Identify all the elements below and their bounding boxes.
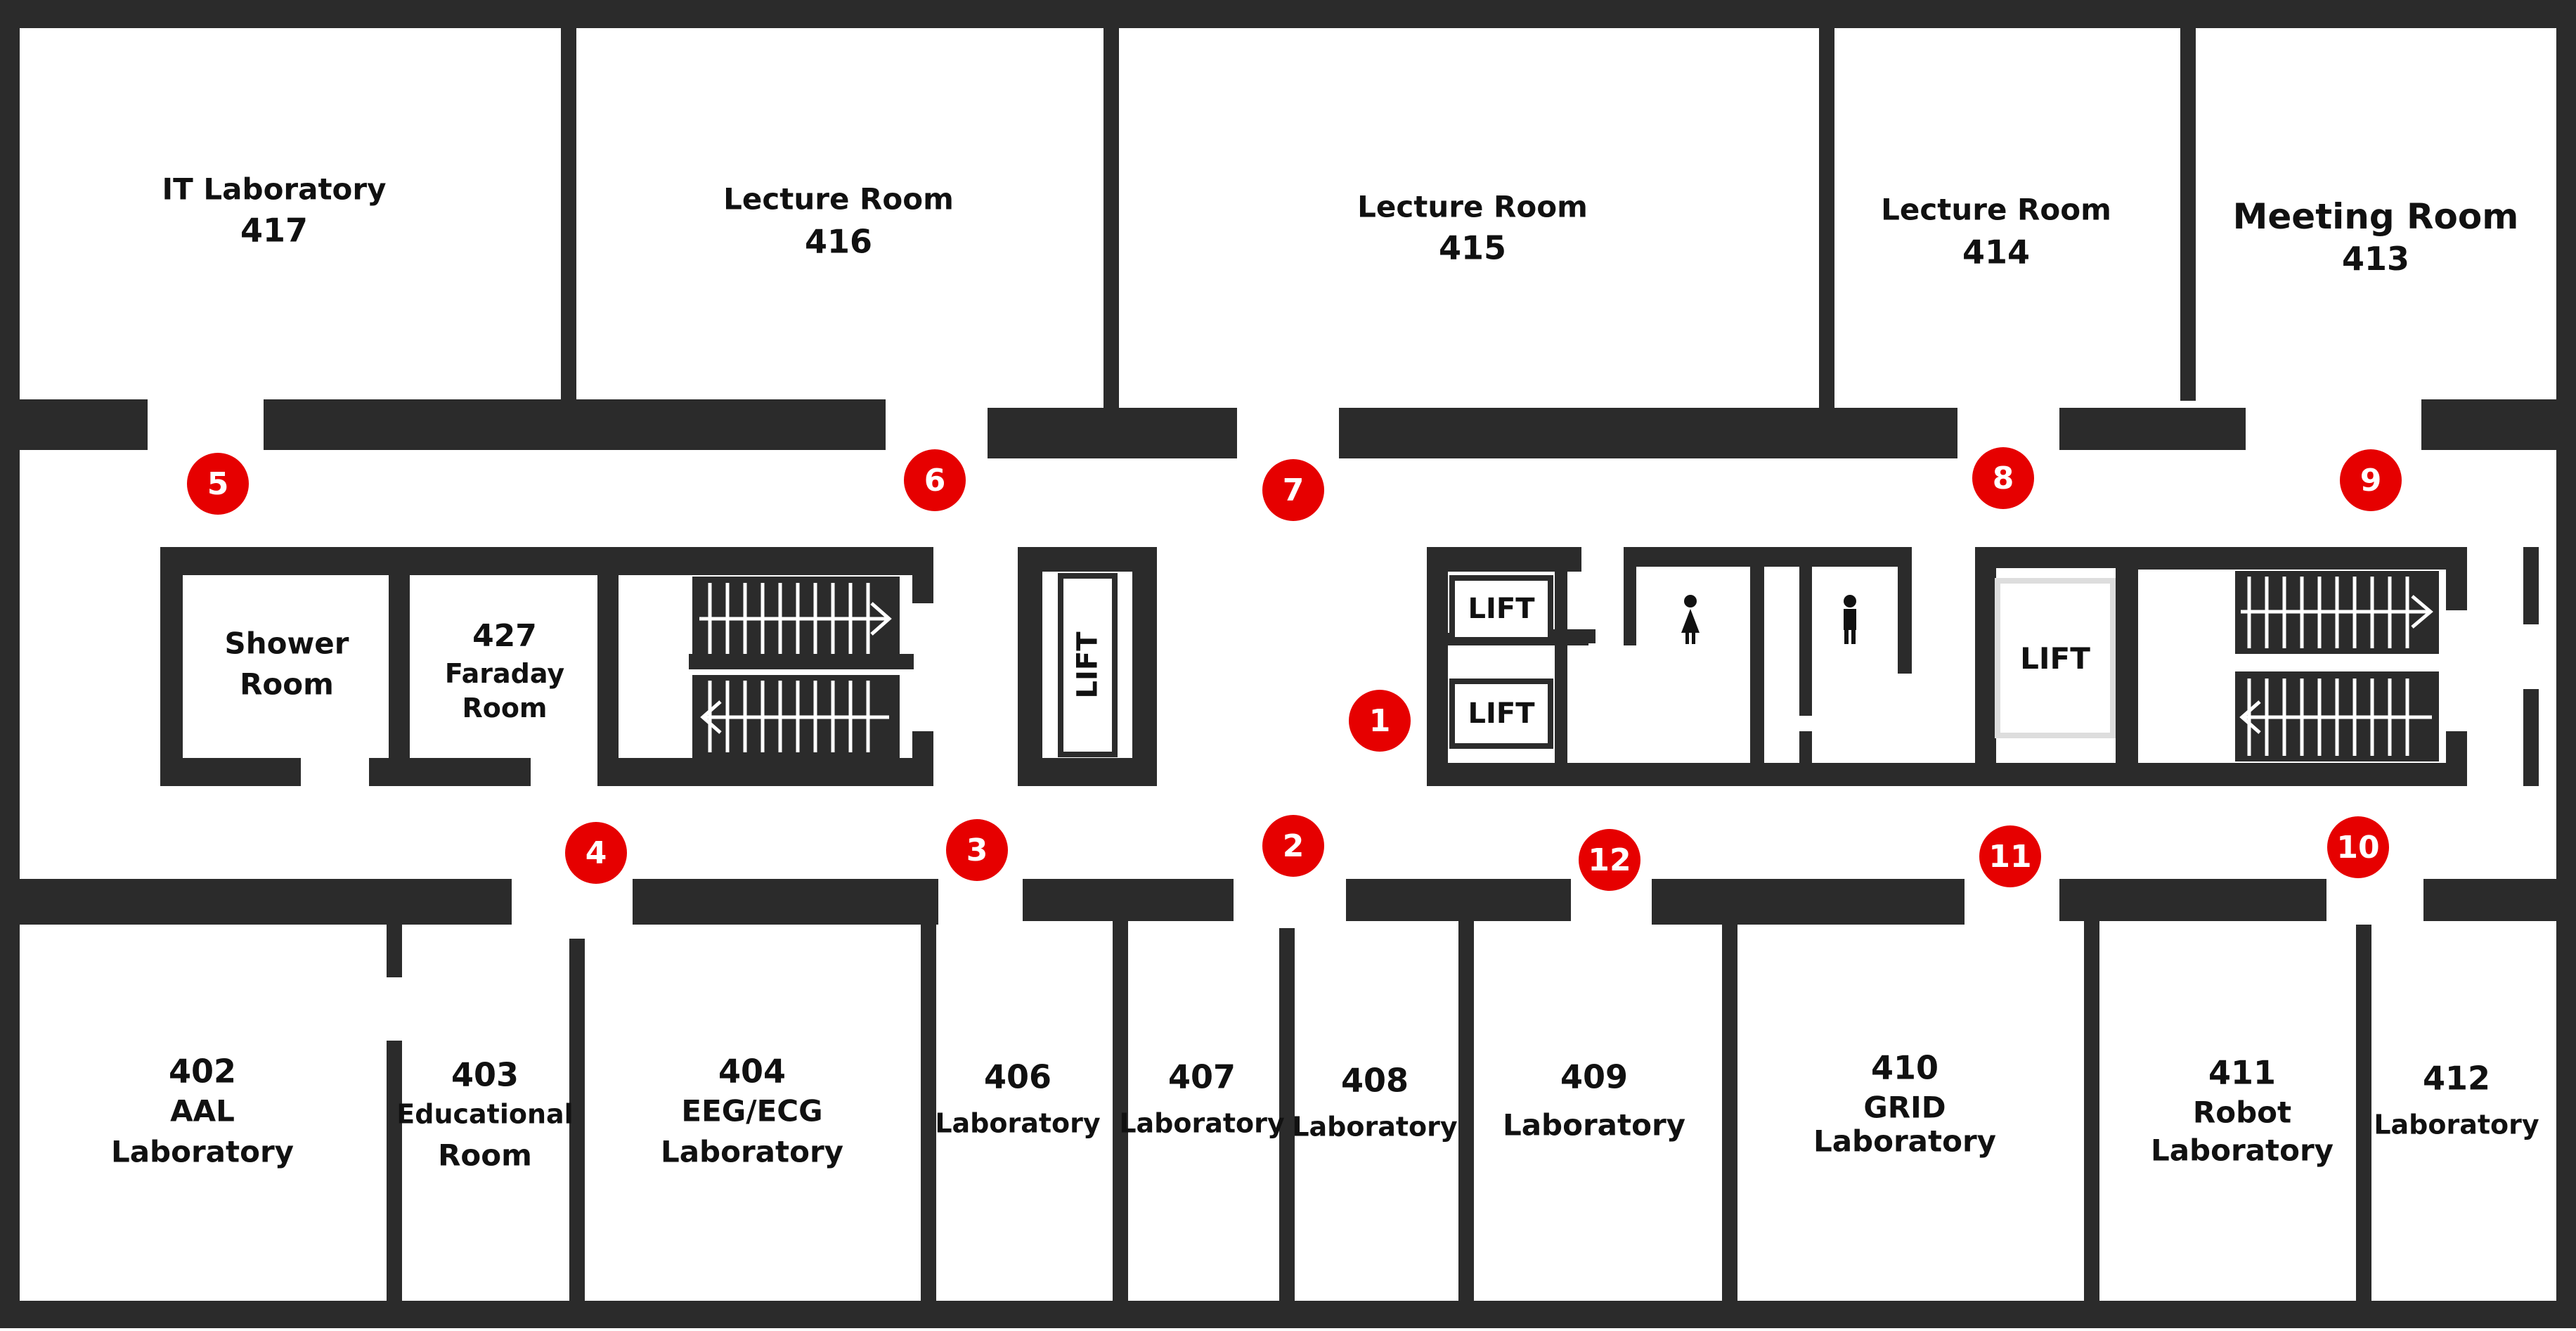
- room-number: 404: [718, 1052, 787, 1091]
- room-number: 427: [472, 618, 537, 655]
- waypoint-marker-12[interactable]: 12: [1579, 829, 1640, 891]
- room-410: 410 GRID Laboratory: [1813, 1049, 1996, 1158]
- room-name-line2: Room: [438, 1138, 532, 1173]
- room-name-line2: Laboratory: [1813, 1124, 1997, 1159]
- room-number: 414: [1962, 233, 2031, 271]
- male-restroom-icon: [1844, 595, 1856, 644]
- room-number: 406: [983, 1057, 1052, 1096]
- lift-label: LIFT: [1468, 697, 1535, 730]
- room-number: 413: [2341, 239, 2410, 278]
- right-service-block: [1427, 547, 2116, 786]
- room-404: 404 EEG/ECG Laboratory: [661, 1053, 843, 1169]
- shower-room: Shower Room: [224, 626, 349, 702]
- room-name-line1: Laboratory: [2374, 1109, 2539, 1140]
- stairs-icon: [2235, 571, 2439, 761]
- left-service-block: [160, 547, 933, 786]
- waypoint-marker-2[interactable]: 2: [1262, 815, 1324, 877]
- female-restroom-icon: [1681, 595, 1700, 644]
- room-number: 408: [1340, 1061, 1409, 1100]
- room-name-line2: Room: [462, 693, 548, 724]
- room-number: 416: [804, 222, 873, 261]
- waypoint-marker-7[interactable]: 7: [1262, 459, 1324, 521]
- room-427: 427 Faraday Room: [444, 618, 565, 724]
- waypoint-marker-1[interactable]: 1: [1349, 690, 1411, 752]
- room-416: Lecture Room 416: [723, 182, 954, 260]
- room-name-line1: Faraday: [444, 657, 565, 689]
- room-name-line1: Educational: [396, 1098, 574, 1130]
- room-417: IT Laboratory 417: [162, 172, 387, 249]
- waypoint-marker-4[interactable]: 4: [565, 822, 627, 884]
- room-number: 403: [451, 1055, 519, 1094]
- lift-upper: LIFT: [1449, 575, 1553, 643]
- room-number: 417: [240, 211, 309, 250]
- lift-label: LIFT: [2020, 641, 2090, 676]
- lift-right: LIFT: [1995, 578, 2116, 738]
- room-414: Lecture Room 414: [1881, 193, 2111, 271]
- room-name: Lecture Room: [723, 181, 954, 217]
- room-name-line2: Laboratory: [660, 1134, 844, 1169]
- room-number: 402: [168, 1052, 237, 1091]
- room-name-line2: Room: [240, 667, 334, 702]
- lift-vertical: LIFT: [1058, 573, 1118, 757]
- outer-wall-top: [0, 0, 2576, 28]
- room-name-line2: Laboratory: [110, 1134, 295, 1169]
- room-name-line1: Laboratory: [1119, 1107, 1285, 1139]
- room-411: 411 Robot Laboratory: [2151, 1054, 2334, 1167]
- room-name: Lecture Room: [1881, 192, 2111, 227]
- room-name: Meeting Room: [2232, 195, 2519, 237]
- room-number: 415: [1438, 229, 1507, 267]
- room-413: Meeting Room 413: [2232, 195, 2519, 278]
- room-number: 409: [1560, 1057, 1629, 1096]
- room-name-line1: Laboratory: [935, 1107, 1101, 1139]
- room-name-line1: Shower: [224, 626, 349, 661]
- waypoint-marker-8[interactable]: 8: [1972, 447, 2034, 509]
- room-403: 403 Educational Room: [396, 1055, 574, 1173]
- room-name-line1: GRID: [1863, 1090, 1946, 1125]
- outer-wall-left: [0, 0, 20, 1328]
- top-corridor-wall: [20, 399, 2556, 458]
- room-412: 412 Laboratory: [2374, 1060, 2539, 1141]
- room-402: 402 AAL Laboratory: [111, 1053, 294, 1169]
- room-406: 406 Laboratory: [935, 1057, 1101, 1140]
- lift-label: LIFT: [1071, 631, 1104, 699]
- room-name-line1: AAL: [170, 1093, 235, 1129]
- bottom-corridor-wall: [20, 879, 2556, 925]
- room-name-line2: Laboratory: [2150, 1133, 2334, 1168]
- room-number: 407: [1167, 1057, 1236, 1096]
- lift-lower: LIFT: [1449, 679, 1553, 749]
- waypoint-marker-10[interactable]: 10: [2327, 816, 2389, 878]
- room-name: IT Laboratory: [162, 172, 387, 207]
- room-name-line1: EEG/ECG: [681, 1093, 823, 1129]
- room-number: 410: [1870, 1048, 1939, 1087]
- outer-wall-right: [2556, 0, 2576, 1328]
- top-room-dividers: [561, 28, 2196, 408]
- waypoint-marker-9[interactable]: 9: [2340, 449, 2402, 511]
- lift-housing-left: [1018, 547, 1157, 786]
- room-name-line1: Laboratory: [1292, 1111, 1458, 1143]
- room-407: 407 Laboratory: [1119, 1057, 1285, 1140]
- waypoint-marker-3[interactable]: 3: [946, 819, 1008, 881]
- room-number: 411: [2208, 1053, 2277, 1092]
- outer-wall-bottom: [0, 1301, 2576, 1328]
- room-409: 409 Laboratory: [1503, 1058, 1685, 1142]
- room-408: 408 Laboratory: [1292, 1062, 1457, 1143]
- room-name-line1: Laboratory: [1502, 1107, 1686, 1143]
- right-stairs-block: [2116, 547, 2539, 786]
- bottom-room-dividers: [387, 921, 2371, 1301]
- room-name: Lecture Room: [1357, 189, 1588, 224]
- room-415: Lecture Room 415: [1357, 190, 1588, 266]
- waypoint-marker-5[interactable]: 5: [187, 453, 249, 515]
- stairs-icon: [692, 577, 900, 758]
- waypoint-marker-11[interactable]: 11: [1979, 825, 2041, 887]
- room-number: 412: [2422, 1059, 2491, 1098]
- lift-label: LIFT: [1468, 593, 1535, 625]
- waypoint-marker-6[interactable]: 6: [904, 449, 966, 511]
- room-name-line1: Robot: [2192, 1095, 2292, 1130]
